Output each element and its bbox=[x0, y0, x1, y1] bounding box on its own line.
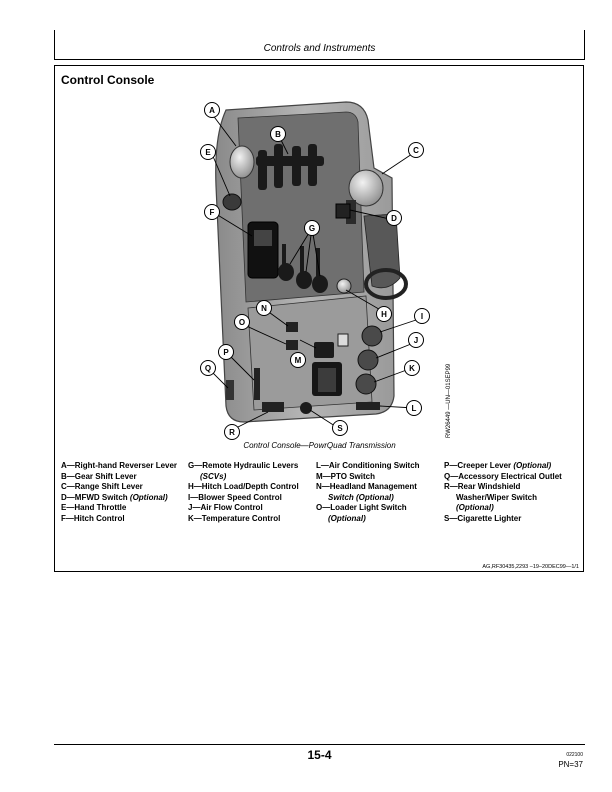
page-number: 15-4 bbox=[307, 748, 332, 762]
legend-item-j: J—Air Flow Control bbox=[188, 503, 263, 512]
callout-i: I bbox=[421, 312, 423, 321]
legend-item-c: C—Range Shift Lever bbox=[61, 482, 143, 491]
callout-n: N bbox=[261, 304, 267, 313]
footer-code: 022100 bbox=[566, 752, 583, 758]
callout-f: F bbox=[210, 208, 215, 217]
range-shift-knob bbox=[348, 169, 384, 207]
legend-column-1: A—Right-hand Reverser Lever B—Gear Shift… bbox=[61, 461, 177, 524]
legend-item-p: P—Creeper Lever (Optional) bbox=[444, 461, 552, 470]
callout-e: E bbox=[205, 148, 211, 157]
legend-item-g: G—Remote Hydraulic Levers bbox=[188, 461, 299, 470]
callout-r: R bbox=[229, 428, 235, 437]
cup-holder-ring bbox=[364, 268, 408, 300]
header-divider bbox=[54, 59, 585, 60]
header-rule-right bbox=[584, 30, 585, 60]
ac-switch bbox=[356, 402, 380, 410]
mfwd-switch bbox=[335, 203, 351, 219]
section-title: Control Console bbox=[61, 73, 155, 87]
headland-switch bbox=[286, 322, 298, 332]
legend-column-3: L—Air Conditioning Switch M—PTO Switch N… bbox=[316, 461, 420, 524]
legend-column-4: P—Creeper Lever (Optional) Q—Accessory E… bbox=[444, 461, 562, 524]
legend-column-2: G—Remote Hydraulic Levers (SCVs) H—Hitch… bbox=[188, 461, 299, 524]
gear-shift-levers bbox=[256, 144, 324, 190]
header-rule-left bbox=[54, 30, 55, 60]
hand-throttle-knob bbox=[222, 193, 242, 211]
legend-item-e: E—Hand Throttle bbox=[61, 503, 127, 512]
legend-item-d: D—MFWD Switch (Optional) bbox=[61, 492, 168, 502]
figure-caption: Control Console—PowrQuad Transmission bbox=[243, 441, 396, 450]
callout-j: J bbox=[414, 336, 418, 345]
callout-p: P bbox=[223, 348, 229, 357]
legend-item-m: M—PTO Switch bbox=[316, 471, 375, 481]
running-header: Controls and Instruments bbox=[263, 43, 376, 54]
legend-item-r-sub1: Washer/Wiper Switch bbox=[456, 492, 537, 502]
callout-m: M bbox=[295, 356, 302, 365]
callout-h: H bbox=[381, 310, 387, 319]
legend-item-o-sub: (Optional) bbox=[328, 513, 366, 523]
rear-wiper-switch bbox=[262, 402, 284, 412]
legend-item-k: K—Temperature Control bbox=[188, 513, 281, 523]
hitch-load-depth-knob bbox=[336, 278, 352, 294]
creeper-lever bbox=[254, 368, 260, 400]
reverser-knob bbox=[229, 145, 255, 179]
pto-switch bbox=[314, 342, 334, 358]
callout-s: S bbox=[337, 424, 343, 433]
legend-item-g-sub: (SCVs) bbox=[200, 471, 227, 481]
legend-item-r-sub2: (Optional) bbox=[456, 503, 494, 512]
callout-d: D bbox=[391, 214, 397, 223]
air-flow-knob bbox=[357, 349, 379, 371]
legend-item-r: R—Rear Windshield bbox=[444, 482, 521, 491]
content-frame bbox=[54, 65, 584, 572]
callout-k: K bbox=[409, 364, 415, 373]
legend-item-q: Q—Accessory Electrical Outlet bbox=[444, 471, 562, 481]
footer-pn: PN=37 bbox=[558, 760, 583, 769]
legend-item-o: O—Loader Light Switch bbox=[316, 503, 407, 512]
control-console-illustration: A B C D E F G H I J K L M N O P Q R S bbox=[200, 101, 430, 440]
legend-item-l: L—Air Conditioning Switch bbox=[316, 461, 420, 470]
callout-a: A bbox=[209, 106, 215, 115]
callout-b: B bbox=[275, 130, 281, 139]
legend-item-h: H—Hitch Load/Depth Control bbox=[188, 482, 299, 491]
legend-item-i: I—Blower Speed Control bbox=[188, 492, 282, 502]
accessory-outlet bbox=[226, 380, 234, 400]
callout-l: L bbox=[412, 404, 417, 413]
callout-q: Q bbox=[205, 364, 211, 373]
footer-divider bbox=[54, 744, 585, 745]
blower-speed-knob bbox=[361, 325, 383, 347]
legend-item-f: F—Hitch Control bbox=[61, 513, 125, 523]
legend-item-n-sub: Switch (Optional) bbox=[328, 492, 394, 502]
document-reference: AG,RF30435,2293 –19–20DEC99—1/1 bbox=[482, 564, 579, 570]
callout-c: C bbox=[413, 146, 419, 155]
figure-id: RW26449 —UN—01SEP99 bbox=[446, 363, 452, 438]
legend-item-s: S—Cigarette Lighter bbox=[444, 513, 522, 523]
legend-item-a: A—Right-hand Reverser Lever bbox=[61, 461, 178, 470]
legend-item-b: B—Gear Shift Lever bbox=[61, 471, 137, 481]
temperature-knob bbox=[355, 373, 377, 395]
legend-item-n: N—Headland Management bbox=[316, 482, 417, 491]
callout-g: G bbox=[309, 224, 315, 233]
callout-o: O bbox=[239, 318, 245, 327]
loader-light-switch bbox=[286, 340, 298, 350]
